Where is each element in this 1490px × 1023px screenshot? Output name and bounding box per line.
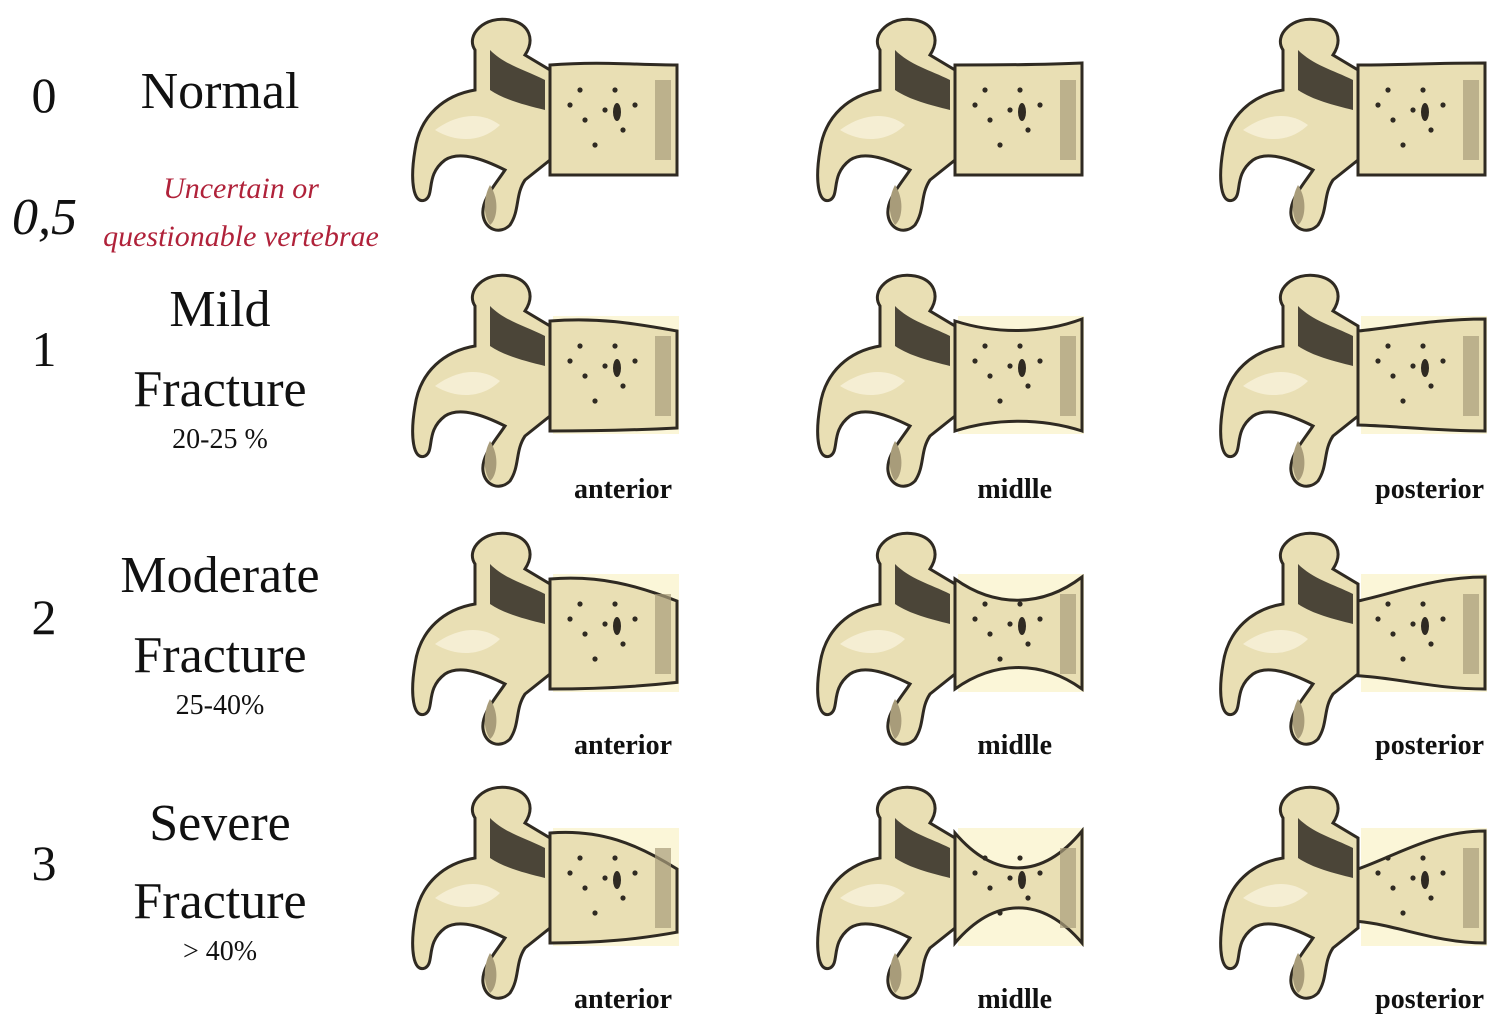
vertebra-row3-posterior <box>1218 778 1490 1008</box>
caption-row2-anterior: anterior <box>520 730 672 762</box>
caption-row3-anterior: anterior <box>520 984 672 1016</box>
grade-1-number: 1 <box>14 320 74 378</box>
grade-05-label-line2: questionable vertebrae <box>86 220 396 254</box>
vertebra-row2-posterior <box>1218 524 1490 754</box>
vertebra-row3-anterior <box>410 778 690 1008</box>
vertebra-row0-middle <box>815 10 1095 240</box>
grade-05-label-line1: Uncertain or <box>86 172 396 206</box>
caption-row2-posterior: posterior <box>1300 730 1484 762</box>
caption-row1-middle: midlle <box>900 474 1052 506</box>
vertebra-row3-middle <box>815 778 1095 1008</box>
grade-0-label: Normal <box>110 62 330 121</box>
grade-2-number: 2 <box>14 588 74 646</box>
grade-1-label-line2: Fracture <box>110 360 330 419</box>
vertebra-row1-posterior <box>1218 266 1490 496</box>
vertebra-row2-middle <box>815 524 1095 754</box>
vertebra-row1-anterior <box>410 266 690 496</box>
caption-row1-anterior: anterior <box>520 474 672 506</box>
caption-row2-middle: midlle <box>900 730 1052 762</box>
grade-2-percent: 25-40% <box>110 690 330 722</box>
caption-row3-middle: midlle <box>900 984 1052 1016</box>
grade-0-number: 0 <box>14 66 74 124</box>
vertebra-row2-anterior <box>410 524 690 754</box>
grade-3-label-line1: Severe <box>110 794 330 853</box>
grade-1-label-line1: Mild <box>110 280 330 339</box>
vertebra-row0-posterior <box>1218 10 1490 240</box>
vertebra-row0-anterior <box>410 10 690 240</box>
caption-row3-posterior: posterior <box>1300 984 1484 1016</box>
grade-2-label-line2: Fracture <box>110 626 330 685</box>
grade-2-label-line1: Moderate <box>100 546 340 605</box>
caption-row1-posterior: posterior <box>1300 474 1484 506</box>
grade-3-percent: > 40% <box>110 936 330 968</box>
grade-3-label-line2: Fracture <box>110 872 330 931</box>
grade-1-percent: 20-25 % <box>110 424 330 456</box>
grade-05-number: 0,5 <box>12 188 77 247</box>
vertebra-row1-middle <box>815 266 1095 496</box>
grade-3-number: 3 <box>14 834 74 892</box>
